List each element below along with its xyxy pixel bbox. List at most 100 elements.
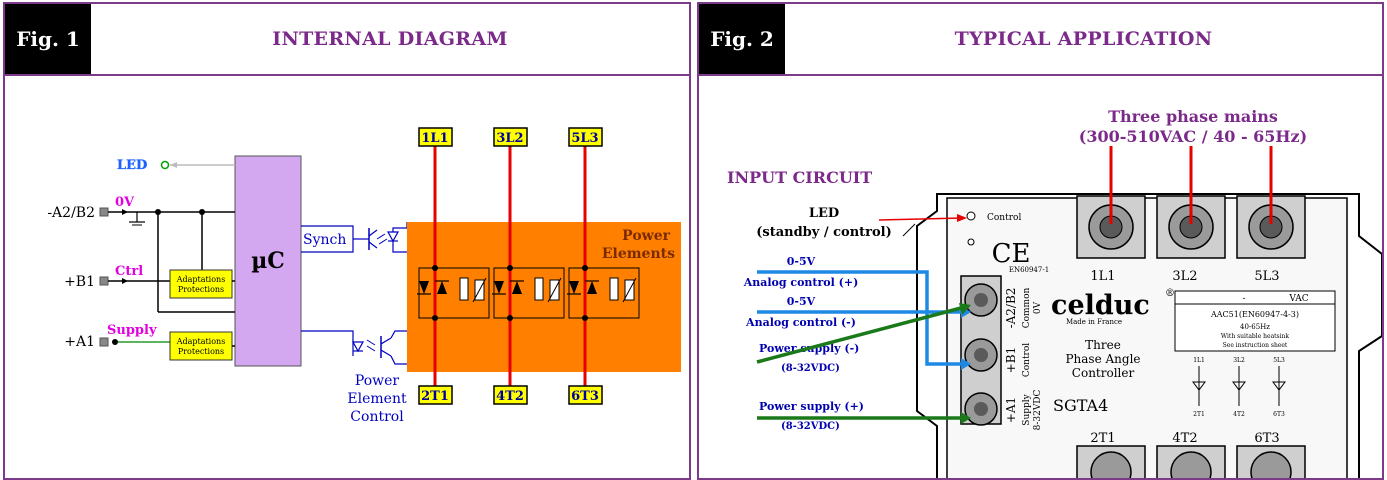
arrow-icon xyxy=(957,214,967,222)
small-1l1: 1L1 xyxy=(1193,357,1205,364)
led-callout-2: (standby / control) xyxy=(756,225,892,240)
fig2-label: Fig. 2 xyxy=(699,4,785,74)
input-circuit-label: INPUT CIRCUIT xyxy=(727,168,872,187)
typical-application-panel: Fig. 2 TYPICAL APPLICATION Three phase m… xyxy=(697,2,1384,480)
spec-line-3: With suitable heatsink xyxy=(1221,333,1289,340)
spec-line-2: 40-65Hz xyxy=(1240,323,1270,331)
power-elements-block xyxy=(407,222,681,372)
adaptations-label: Adaptations xyxy=(176,275,226,284)
device-desc-3: Controller xyxy=(1072,366,1135,380)
terminal-6t3-label: 6T3 xyxy=(571,389,599,404)
internal-diagram-panel: Fig. 1 INTERNAL DIAGRAM µC LED -A2/B2 0V… xyxy=(3,2,691,480)
fig1-title: INTERNAL DIAGRAM xyxy=(272,28,508,50)
thyristor-icon xyxy=(512,281,522,294)
device-desc-1: Three xyxy=(1085,338,1121,352)
arrow-icon xyxy=(961,358,971,370)
small-6t3: 6T3 xyxy=(1273,411,1285,418)
brand-logo: celduc xyxy=(1051,290,1150,321)
opto-led-icon xyxy=(386,231,400,243)
device-control-label: Control xyxy=(987,213,1021,223)
thyristor-icon xyxy=(1232,381,1246,391)
device-b1-label: +B1 xyxy=(1004,347,1018,374)
terminal-1l1-label: 1L1 xyxy=(421,131,448,146)
registered-mark: ® xyxy=(1165,288,1175,299)
terminal-2t1-label: 2T1 xyxy=(421,389,449,404)
screw-icon xyxy=(1170,451,1212,478)
thyristor-icon xyxy=(1192,381,1206,391)
phase-1: 1L1 2T1 xyxy=(417,127,490,405)
microcontroller-label: µC xyxy=(251,248,285,274)
terminal-b1-icon xyxy=(99,276,109,286)
phase-2: 3L2 4T2 xyxy=(492,127,565,405)
led-label: LED xyxy=(117,158,147,173)
analog-minus-label: Analog control (-) xyxy=(745,316,856,329)
resistor-icon xyxy=(459,277,469,301)
mains-label-2: (300-510VAC / 40 - 65Hz) xyxy=(1079,127,1307,146)
pec-label-1: Power xyxy=(355,373,400,389)
small-2t1: 2T1 xyxy=(1193,411,1205,418)
terminal-4t2 xyxy=(493,385,528,405)
fig2-header: Fig. 2 TYPICAL APPLICATION xyxy=(699,4,1382,76)
terminal-1l1 xyxy=(418,127,453,147)
device-desc-2: Phase Angle xyxy=(1065,352,1140,366)
terminal-a1-icon xyxy=(99,337,109,347)
analog-plus-voltage: 0-5V xyxy=(787,255,816,268)
adaptations-box-1 xyxy=(169,269,233,299)
supply-label: Supply xyxy=(107,323,157,338)
mains-label-1: Three phase mains xyxy=(1108,107,1278,126)
terminal-a2b2-label: -A2/B2 xyxy=(47,205,95,221)
terminal-a1-label: +A1 xyxy=(64,334,95,350)
protections-label: Protections xyxy=(178,285,224,294)
device-a1-label: +A1 xyxy=(1004,397,1018,423)
device-6t3-label: 6T3 xyxy=(1254,431,1279,446)
spec-dash: - xyxy=(1242,294,1245,304)
synch-label: Synch xyxy=(303,232,346,248)
terminal-3l2-label: 3L2 xyxy=(496,131,523,146)
thyristor-icon xyxy=(437,281,447,294)
opto-led-icon xyxy=(351,341,365,353)
device-3l2-label: 3L2 xyxy=(1172,269,1197,284)
resistor-icon xyxy=(609,277,619,301)
device-common-label: Common xyxy=(1022,288,1032,329)
analog-minus-voltage: 0-5V xyxy=(787,295,816,308)
made-in-label: Made in France xyxy=(1066,318,1122,326)
spec-box xyxy=(1174,290,1336,352)
terminal-6t3 xyxy=(568,385,603,405)
fig2-title: TYPICAL APPLICATION xyxy=(954,28,1213,50)
control-terminals xyxy=(960,275,1002,426)
arrow-icon xyxy=(122,278,128,284)
screw-icon xyxy=(1250,451,1292,478)
bottom-terminals xyxy=(1076,445,1306,478)
terminal-4t2-label: 4T2 xyxy=(496,389,524,404)
pec-label-3: Control xyxy=(350,409,404,425)
terminal-2t1 xyxy=(418,385,453,405)
led-indicator-icon xyxy=(966,211,976,221)
power-elements-label-2: Elements xyxy=(602,246,675,262)
device-supply-range-label: 8-32VDC xyxy=(1033,389,1043,430)
protections-label: Protections xyxy=(178,347,224,356)
resistor-icon xyxy=(534,277,544,301)
internal-diagram: µC LED -A2/B2 0V +B1 Ctrl Adaptations Pr… xyxy=(47,127,681,425)
device-1l1-label: 1L1 xyxy=(1090,269,1115,284)
spec-line-1: AAC51(EN60947-4-3) xyxy=(1210,310,1299,319)
small-3l2: 3L2 xyxy=(1233,357,1245,364)
screw-icon xyxy=(1090,451,1132,478)
ce-mark: CE xyxy=(992,239,1031,269)
standard-label: EN60947-1 xyxy=(1009,266,1049,274)
terminal-a2b2-icon xyxy=(99,207,109,217)
terminal-b1-label: +B1 xyxy=(64,274,95,290)
fig1-label: Fig. 1 xyxy=(5,4,91,74)
ps-plus-voltage: (8-32VDC) xyxy=(781,421,840,432)
spec-line-4: See instruction sheet xyxy=(1223,342,1288,349)
small-5l3: 5L3 xyxy=(1273,357,1285,364)
device-2t1-label: 2T1 xyxy=(1090,431,1115,446)
arrow-icon xyxy=(959,303,971,315)
led-pointer xyxy=(878,217,964,221)
thyristor-icon xyxy=(494,281,504,294)
zero-v-label: 0V xyxy=(115,195,135,210)
ps-plus-label: Power supply (+) xyxy=(759,400,864,413)
sgta4-device: Control CE EN60947-1 -A2/B2 Common 0V +B… xyxy=(916,193,1382,478)
pec-label-2: Element xyxy=(347,391,407,407)
typical-application-diagram: Three phase mains (300-510VAC / 40 - 65H… xyxy=(727,107,1382,478)
led-callout-1: LED xyxy=(809,206,839,221)
